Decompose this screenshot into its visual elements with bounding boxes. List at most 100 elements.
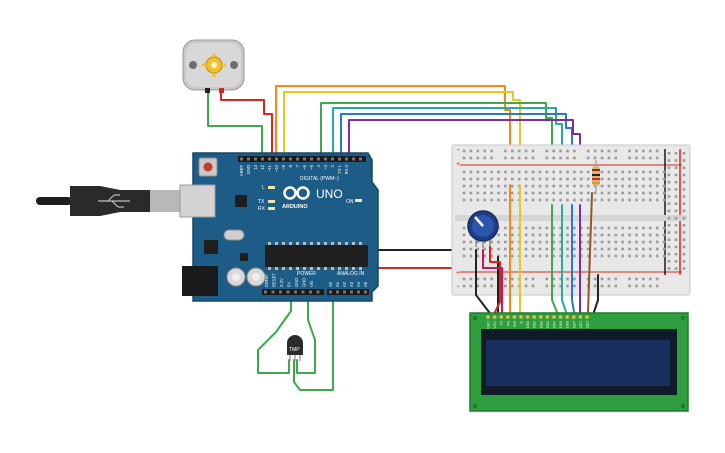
pin-label: ~5 <box>309 164 314 169</box>
lcd-pin[interactable] <box>572 315 576 319</box>
rail-hole <box>600 284 604 288</box>
header-pin[interactable] <box>286 290 290 294</box>
header-pin[interactable] <box>247 157 250 161</box>
lcd-pin-label: DB2 <box>539 321 543 328</box>
breadboard-hole <box>662 177 666 181</box>
lcd-pin[interactable] <box>532 315 536 319</box>
arduino-board[interactable]: L TX RX ON UNO ARDUINO DIGITAL (PWM~) PO… <box>179 152 379 302</box>
rail-hole <box>674 231 678 234</box>
header-pin[interactable] <box>303 157 306 161</box>
pin-label: ~6 <box>302 164 307 169</box>
rail-hole <box>511 149 514 153</box>
lcd-pin[interactable] <box>492 315 497 319</box>
temperature-sensor[interactable]: TMP <box>287 335 303 361</box>
header-pin[interactable] <box>343 290 346 294</box>
lcd-pin[interactable] <box>552 315 556 319</box>
breadboard-hole <box>649 254 652 258</box>
header-pin[interactable] <box>317 157 320 161</box>
header-pin[interactable] <box>289 157 292 161</box>
breadboard-hole <box>600 177 604 181</box>
lcd-pin[interactable] <box>558 315 563 319</box>
rail-hole <box>545 284 549 288</box>
header-pin[interactable] <box>336 290 339 294</box>
header-pin[interactable] <box>271 290 275 294</box>
wire-blue-lcd <box>571 204 575 313</box>
breadboard-hole <box>504 177 507 181</box>
header-pin[interactable] <box>324 157 327 161</box>
lcd-pin[interactable] <box>525 315 530 319</box>
header-pin[interactable] <box>357 290 360 294</box>
breadboard-hole <box>621 226 624 230</box>
lcd-pin[interactable] <box>565 315 569 319</box>
breadboard-hole <box>545 226 549 230</box>
breadboard-hole <box>531 177 535 181</box>
breadboard-hole <box>524 191 528 195</box>
header-pin[interactable] <box>261 157 264 161</box>
header-pin[interactable] <box>331 157 334 161</box>
lcd-pin[interactable] <box>539 315 543 319</box>
breadboard-hole <box>483 184 486 188</box>
rail-hole <box>682 159 686 162</box>
header-pin[interactable] <box>296 157 299 161</box>
header-pin[interactable] <box>279 290 282 294</box>
header-pin[interactable] <box>264 290 267 294</box>
lcd-pin[interactable] <box>512 315 517 319</box>
rail-hole <box>552 149 555 153</box>
breadboard-hole <box>600 170 604 174</box>
breadboard-hole <box>552 191 555 195</box>
header-pin[interactable] <box>338 157 341 161</box>
header-pin[interactable] <box>350 290 353 294</box>
pin-label: GND <box>302 278 307 287</box>
board-model: UNO <box>316 187 343 201</box>
header-pin[interactable] <box>329 290 332 294</box>
breadboard-hole <box>586 191 590 195</box>
header-pin[interactable] <box>316 290 320 294</box>
gear-icon <box>202 53 226 77</box>
breadboard-hole <box>476 254 480 258</box>
wire-motor-red <box>220 89 273 157</box>
rail-hole <box>642 149 645 153</box>
rail-hole <box>483 277 486 281</box>
pin-label: TX 1 <box>337 164 342 174</box>
rail-hole <box>600 277 604 281</box>
breadboard-hole <box>614 233 618 237</box>
header-pin[interactable] <box>294 290 297 294</box>
header-pin[interactable] <box>345 157 348 161</box>
breadboard-hole <box>490 247 493 251</box>
breadboard-hole <box>635 226 638 230</box>
header-pin[interactable] <box>240 157 243 161</box>
header-pin[interactable] <box>301 290 305 294</box>
header-pin[interactable] <box>364 290 367 294</box>
dc-motor[interactable] <box>182 39 245 93</box>
breadboard-hole <box>566 170 569 174</box>
lcd-pin[interactable] <box>506 315 510 319</box>
lcd-pin[interactable] <box>519 315 523 319</box>
header-pin[interactable] <box>352 157 355 161</box>
rail-hole <box>573 149 576 153</box>
wire-tmp-green-1 <box>257 292 292 374</box>
header-pin[interactable] <box>310 157 313 161</box>
rail-plus-top: + <box>456 161 460 168</box>
chip-pin <box>268 267 271 270</box>
rail-hole <box>517 156 521 160</box>
lcd-pin-label: DB7 <box>572 321 576 328</box>
lcd-pin[interactable] <box>585 315 589 319</box>
header-pin[interactable] <box>309 290 312 294</box>
header-pin[interactable] <box>254 157 257 161</box>
header-pin[interactable] <box>275 157 278 161</box>
breadboard-hole <box>593 233 597 237</box>
breadboard-hole <box>545 254 549 258</box>
potentiometer[interactable] <box>467 210 499 248</box>
lcd-pin[interactable] <box>578 315 583 319</box>
header-pin[interactable] <box>359 157 362 161</box>
breadboard-hole <box>552 198 555 202</box>
rail-hole <box>682 173 686 177</box>
header-pin[interactable] <box>282 157 285 161</box>
lcd-pin[interactable] <box>499 315 504 319</box>
lcd-pin[interactable] <box>545 315 550 319</box>
breadboard-hole <box>642 240 645 244</box>
lcd-pin[interactable] <box>486 315 490 319</box>
header-pin[interactable] <box>268 157 271 161</box>
breadboard-hole <box>504 226 507 230</box>
